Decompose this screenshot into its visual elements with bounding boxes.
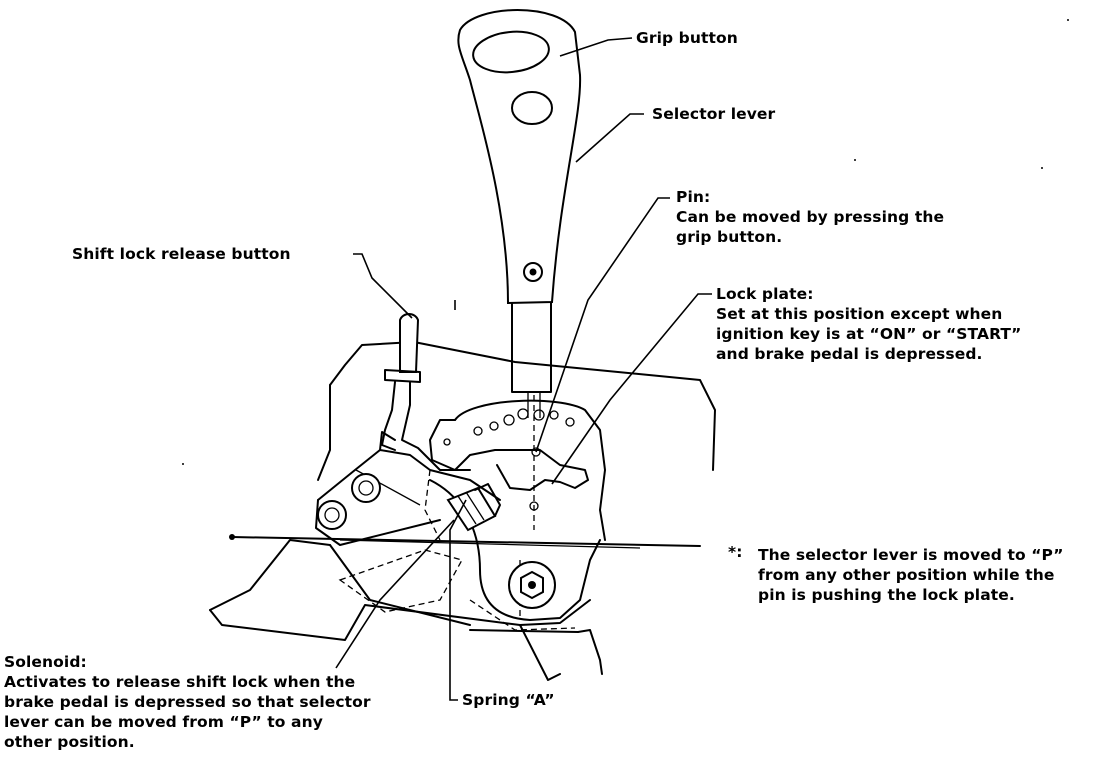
solenoid-label: Solenoid: Activates to release shift loc… — [4, 652, 371, 752]
solenoid-line-4: other position. — [4, 733, 135, 751]
selector-lever-shape — [457, 9, 582, 418]
note-line-2: from any other position while the — [758, 566, 1055, 584]
shift-lock-release-button-label: Shift lock release button — [72, 245, 291, 263]
note-marker: *: — [728, 543, 743, 561]
solenoid-line-1: Activates to release shift lock when the — [4, 673, 356, 691]
spring-a-label: Spring “A” — [462, 691, 555, 709]
note-line-1: The selector lever is moved to “P” — [758, 546, 1064, 564]
leader-lines — [335, 37, 712, 701]
control-rod — [231, 536, 701, 547]
solenoid-line-3: lever can be moved from “P” to any — [4, 713, 323, 731]
pin-label: Pin: Can be moved by pressing the grip b… — [676, 187, 944, 247]
console-housing — [209, 341, 716, 681]
note-text: The selector lever is moved to “P” from … — [758, 545, 1064, 605]
note-line-3: pin is pushing the lock plate. — [758, 586, 1015, 604]
solenoid-title: Solenoid: — [4, 653, 87, 671]
grip-button-shape — [472, 30, 550, 74]
lock-plate-title: Lock plate: — [716, 285, 814, 303]
shift-lock-release-button-shape — [381, 313, 471, 471]
solenoid-line-2: brake pedal is depressed so that selecto… — [4, 693, 371, 711]
pin-title: Pin: — [676, 188, 711, 206]
pin-line-2: grip button. — [676, 228, 783, 246]
lock-plate-label: Lock plate: Set at this position except … — [716, 284, 1021, 364]
selector-lever-label: Selector lever — [652, 105, 776, 123]
grip-button-label: Grip button — [636, 29, 738, 47]
lower-body — [329, 469, 601, 631]
lock-plate-line-3: and brake pedal is depressed. — [716, 345, 983, 363]
lock-plate-bracket — [429, 395, 606, 541]
pin-line-1: Can be moved by pressing the — [676, 208, 945, 226]
lock-plate-line-1: Set at this position except when — [716, 305, 1003, 323]
left-linkage — [315, 431, 501, 546]
solenoid-shape — [446, 483, 501, 532]
lock-plate-line-2: ignition key is at “ON” or “START” — [716, 325, 1022, 343]
